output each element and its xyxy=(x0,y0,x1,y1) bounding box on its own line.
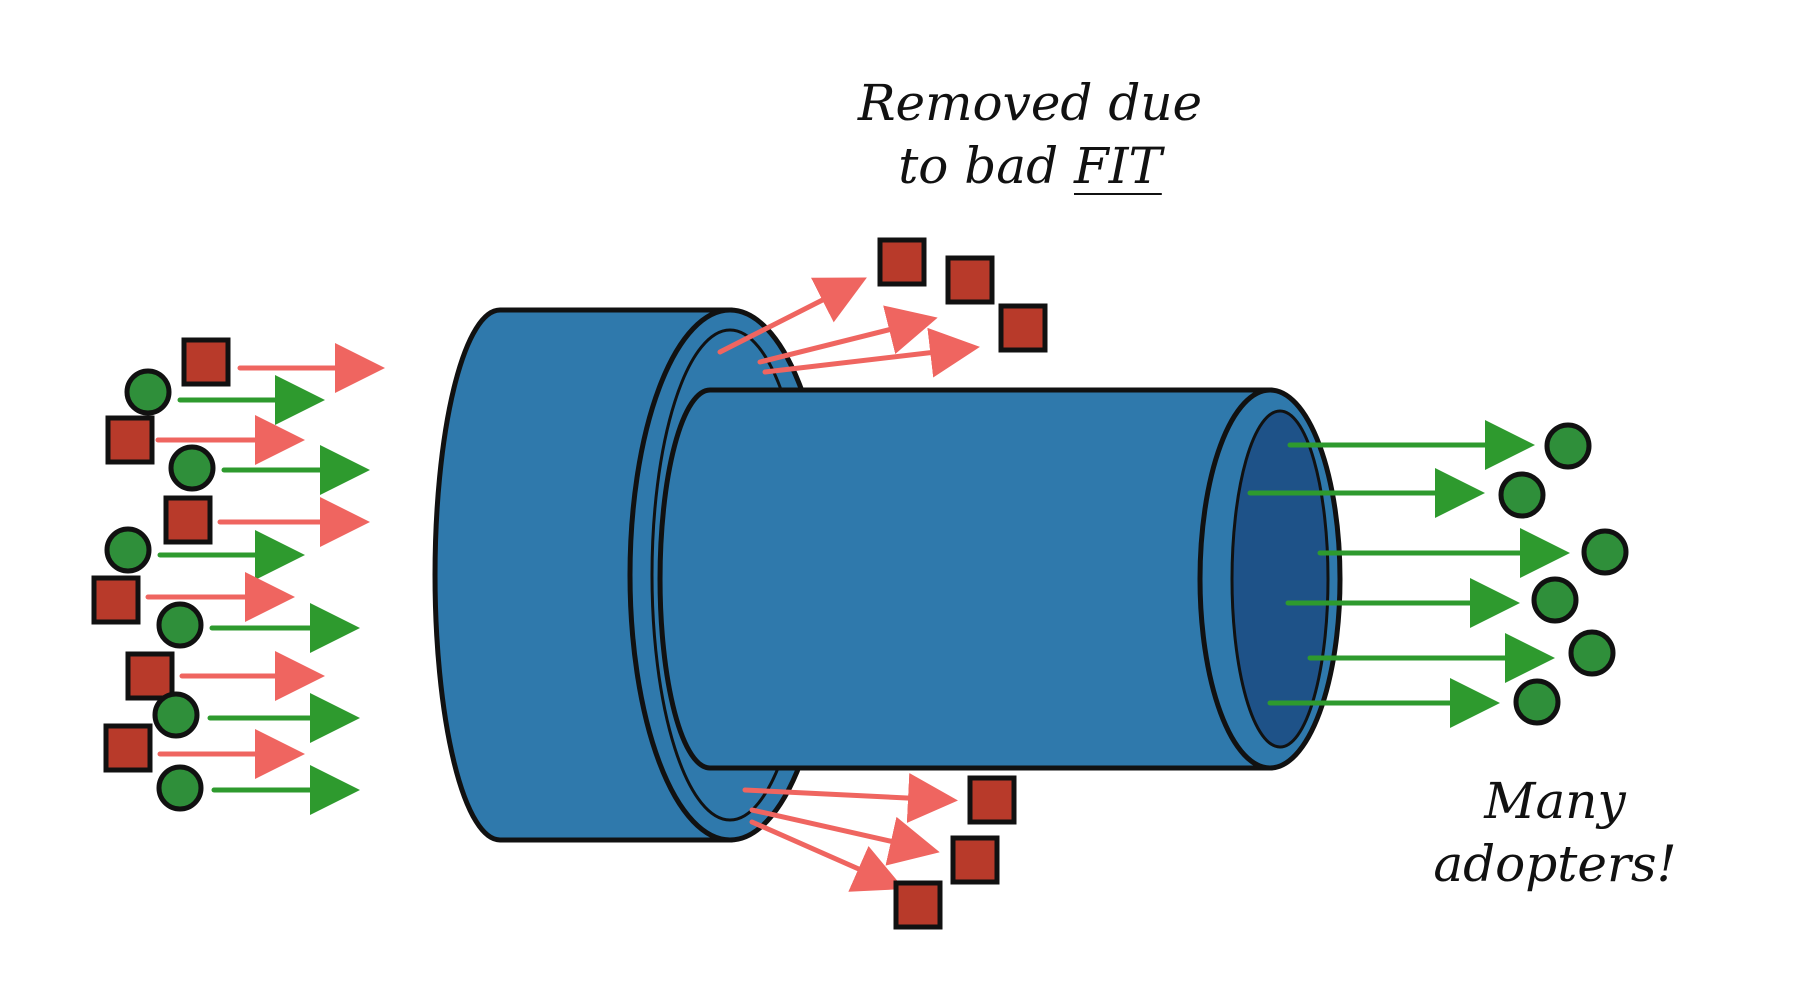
adopters-caption: Many adopters! xyxy=(1390,770,1720,895)
arrow-right-icon xyxy=(762,327,980,378)
arrow-right-icon xyxy=(717,277,867,355)
green-circle-icon xyxy=(156,601,204,649)
green-circle-icon xyxy=(1531,576,1579,624)
narrow-pipe-opening xyxy=(1230,409,1330,749)
red-square-icon xyxy=(181,337,231,387)
green-circle-icon xyxy=(1513,678,1561,726)
red-square-icon xyxy=(91,575,141,625)
red-square-icon xyxy=(877,237,927,287)
red-square-icon xyxy=(945,255,995,305)
removed-caption-line1: Removed due xyxy=(857,74,1203,132)
removed-caption-line2: to bad FIT xyxy=(800,135,1260,198)
arrow-right-icon xyxy=(749,819,905,892)
green-circle-icon xyxy=(168,444,216,492)
removed-caption-prefix: to bad xyxy=(898,136,1074,195)
green-circle-icon xyxy=(152,691,200,739)
removed-caption: Removed due to bad FIT xyxy=(800,72,1260,197)
arrow-right-icon xyxy=(757,305,938,365)
adopter-arrows xyxy=(1247,420,1570,728)
red-square-icon xyxy=(998,303,1048,353)
fit-emphasis: FIT xyxy=(1074,136,1162,195)
arrow-right-icon xyxy=(749,807,940,866)
items-layer xyxy=(91,237,1629,930)
rejected-arrows xyxy=(717,277,980,892)
incoming-arrows xyxy=(145,343,385,815)
red-square-icon xyxy=(950,835,1000,885)
red-square-icon xyxy=(125,651,175,701)
narrow-pipe xyxy=(657,387,1343,771)
red-square-icon xyxy=(103,723,153,773)
red-square-icon xyxy=(893,880,943,930)
red-square-icon xyxy=(967,775,1017,825)
green-circle-icon xyxy=(1568,629,1616,677)
green-circle-icon xyxy=(156,764,204,812)
green-circle-icon xyxy=(1544,422,1592,470)
green-circle-icon xyxy=(1498,471,1546,519)
green-circle-icon xyxy=(1581,528,1629,576)
adopters-caption-line2: adopters! xyxy=(1433,834,1677,893)
green-circle-icon xyxy=(124,368,172,416)
arrow-right-icon xyxy=(742,773,958,824)
green-circle-icon xyxy=(104,526,152,574)
red-square-icon xyxy=(163,495,213,545)
adopters-caption-line1: Many xyxy=(1484,772,1626,830)
red-square-icon xyxy=(105,415,155,465)
